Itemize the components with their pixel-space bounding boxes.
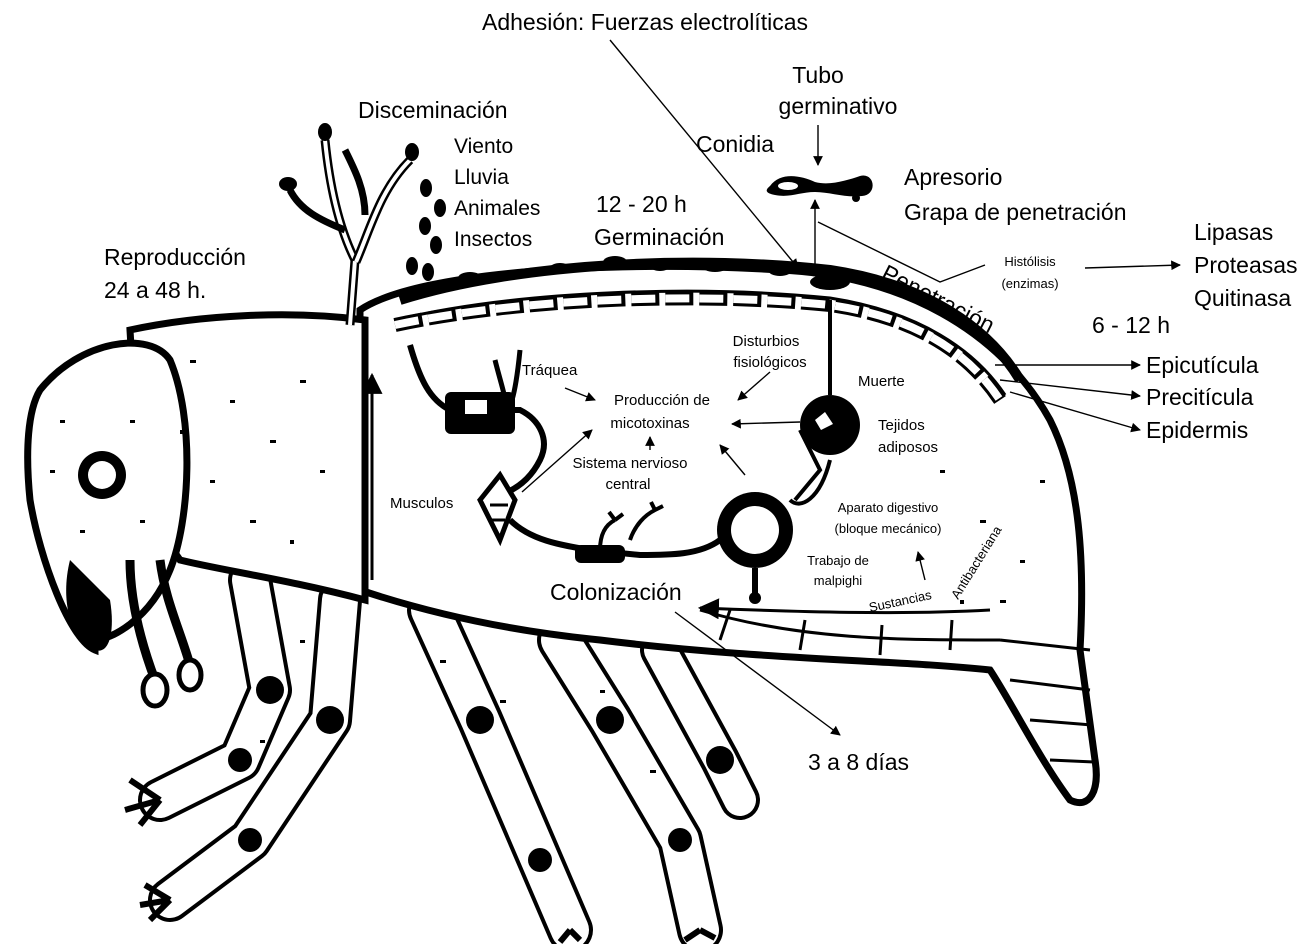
label-conidia: Conidia [696,131,774,157]
label-epicuticula: Epicutícula [1146,352,1259,378]
label-colonizacion: Colonización [550,579,682,605]
label-reproduccion-1: Reproducción [104,244,246,270]
label-viento: Viento [454,135,513,158]
label-tejidos-2: adiposos [878,439,938,456]
label-reproduccion-2: 24 a 48 h. [104,277,206,303]
label-histolisis-2: (enzimas) [1001,276,1058,291]
label-aparato-2: (bloque mecánico) [835,521,942,536]
label-sistema-2: central [605,476,650,493]
label-disturbios-1: Disturbios [733,333,800,350]
label-disturbios-2: fisiológicos [733,354,806,371]
spores [406,179,446,281]
label-trabajo-2: malpighi [814,573,863,588]
label-produccion-2: micotoxinas [610,415,689,432]
label-tejidos-1: Tejidos [878,417,925,434]
label-col-time: 3 a 8 días [808,749,909,775]
label-animales: Animales [454,197,540,220]
label-histolisis-1: Histólisis [1004,254,1056,269]
label-grapa: Grapa de penetración [904,199,1127,225]
label-tubo-2: germinativo [779,93,898,119]
label-produccion-1: Producción de [614,392,710,409]
label-aparato-1: Aparato digestivo [838,500,938,515]
label-diseminacion: Disceminación [358,97,508,123]
label-apresorio: Apresorio [904,164,1002,190]
label-germinacion: Germinación [594,224,724,250]
label-muerte: Muerte [858,373,905,390]
appressorium [767,176,873,202]
label-germ-time: 12 - 20 h [596,191,687,217]
label-lipasas: Lipasas [1194,219,1273,245]
label-epidermis: Epidermis [1146,417,1248,443]
label-musculos: Musculos [390,495,453,512]
label-sistema-1: Sistema nervioso [572,455,687,472]
label-precuticula: Precitícula [1146,384,1254,410]
label-lluvia: Lluvia [454,166,509,189]
label-quitinasa: Quitinasa [1194,285,1291,311]
label-adhesion: Adhesión: Fuerzas electrolíticas [482,9,808,35]
label-pen-time: 6 - 12 h [1092,312,1170,338]
label-traquea: Tráquea [522,362,578,379]
enzymes-arrow [1085,265,1180,268]
label-proteasas: Proteasas [1194,252,1298,278]
label-trabajo-1: Trabajo de [807,553,869,568]
label-tubo-1: Tubo [792,62,844,88]
label-insectos: Insectos [454,228,532,251]
